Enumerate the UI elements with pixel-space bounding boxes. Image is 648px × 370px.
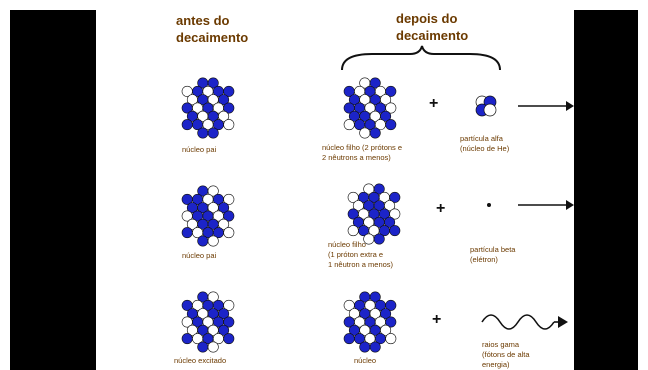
- daughter-nucleus-icon: [343, 77, 397, 139]
- proton: [369, 341, 381, 353]
- neutron: [223, 193, 235, 205]
- proton: [223, 333, 235, 345]
- proton: [380, 110, 392, 122]
- proton: [181, 119, 193, 131]
- daughter-label-line: (1 próton extra e: [328, 250, 384, 259]
- proton: [218, 308, 230, 320]
- proton: [181, 333, 193, 345]
- neutron: [223, 299, 235, 311]
- proton: [385, 316, 397, 328]
- proton: [384, 216, 396, 228]
- neutron: [223, 227, 235, 239]
- neutron: [359, 127, 371, 139]
- neutron: [218, 218, 230, 230]
- daughter-nucleus-label: núcleo: [354, 356, 377, 365]
- proton: [197, 341, 209, 353]
- daughter-label-line: 1 nêutron a menos): [328, 260, 394, 269]
- particle-label-line: (fótons de alta: [482, 350, 530, 359]
- parent-nucleus-label: núcleo excitado: [174, 356, 227, 365]
- curly-brace-icon: [341, 45, 501, 71]
- parent-nucleus-icon: [181, 185, 235, 247]
- proton: [207, 77, 219, 89]
- proton: [369, 291, 381, 303]
- decay-diagram: antes do decaimento depois do decaimento…: [96, 10, 574, 370]
- proton: [373, 183, 385, 195]
- proton: [359, 341, 371, 353]
- proton: [369, 77, 381, 89]
- proton: [385, 119, 397, 131]
- electron-dot-icon: [487, 203, 491, 207]
- parent-nucleus-icon: [181, 77, 235, 139]
- neutron: [218, 110, 230, 122]
- daughter-label-line: núcleo filho: [328, 240, 366, 249]
- header-before-line-1: antes do: [176, 13, 230, 28]
- neutron: [207, 235, 219, 247]
- neutron: [207, 185, 219, 197]
- proton: [181, 227, 193, 239]
- daughter-nucleus-icon: [343, 291, 397, 353]
- particle-label-line: partícula beta: [470, 245, 516, 254]
- proton: [207, 127, 219, 139]
- plus-sign: +: [436, 200, 446, 217]
- alpha-particle-icon: [475, 95, 497, 117]
- neutron: [223, 119, 235, 131]
- neutron: [380, 94, 392, 106]
- particle-label-line: (núcleo de He): [460, 144, 510, 153]
- proton: [218, 202, 230, 214]
- proton: [223, 210, 235, 222]
- proton: [223, 85, 235, 97]
- neutron: [385, 102, 397, 114]
- neutron: [347, 225, 359, 237]
- neutron: [207, 291, 219, 303]
- neutron: [380, 324, 392, 336]
- proton: [218, 94, 230, 106]
- proton: [389, 191, 401, 203]
- particle-label-line: energia): [482, 360, 510, 369]
- proton: [197, 127, 209, 139]
- header-after-line-1: depois do: [396, 11, 458, 26]
- parent-nucleus-icon: [181, 291, 235, 353]
- neutron: [385, 333, 397, 345]
- daughter-nucleus-icon: [347, 183, 401, 245]
- neutron: [389, 208, 401, 220]
- particle-label-line: partícula alfa: [460, 134, 503, 143]
- left-letterbox: [10, 10, 96, 370]
- particle-label-line: raios gama: [482, 340, 520, 349]
- daughter-label-line: 2 nêutrons a menos): [322, 153, 391, 162]
- daughter-label-line: núcleo filho (2 prótons e: [322, 143, 403, 152]
- proton: [223, 316, 235, 328]
- parent-nucleus-label: núcleo pai: [182, 251, 217, 260]
- neutron: [207, 341, 219, 353]
- proton: [385, 85, 397, 97]
- header-before: antes do decaimento: [176, 12, 248, 46]
- parent-nucleus-label: núcleo pai: [182, 145, 217, 154]
- proton: [369, 127, 381, 139]
- particle-label-line: (elétron): [470, 255, 498, 264]
- plus-sign: +: [429, 95, 439, 112]
- proton: [223, 102, 235, 114]
- proton: [385, 299, 397, 311]
- proton: [373, 233, 385, 245]
- proton: [389, 225, 401, 237]
- header-before-line-2: decaimento: [176, 30, 249, 45]
- alpha-particle-label: partícula alfa (núcleo de He): [460, 134, 509, 154]
- daughter-nucleus-label: núcleo filho (2 prótons e 2 nêutrons a m…: [322, 143, 402, 163]
- neutron: [384, 200, 396, 212]
- gamma-ray-label: raios gama (fótons de alta energia): [482, 340, 530, 370]
- proton: [343, 333, 355, 345]
- header-after-line-2: decaimento: [396, 28, 469, 43]
- header-after: depois do decaimento: [396, 10, 468, 44]
- beta-particle-label: partícula beta (elétron): [470, 245, 515, 265]
- gamma-wave-icon: [481, 314, 568, 330]
- proton: [218, 324, 230, 336]
- arrow-right-icon: [518, 101, 574, 111]
- plus-sign: +: [432, 311, 442, 328]
- right-letterbox: [574, 10, 638, 370]
- arrow-right-icon: [518, 200, 574, 210]
- proton: [380, 308, 392, 320]
- proton: [197, 235, 209, 247]
- neutron: [343, 119, 355, 131]
- daughter-nucleus-label: núcleo filho (1 próton extra e 1 nêutron…: [328, 240, 393, 270]
